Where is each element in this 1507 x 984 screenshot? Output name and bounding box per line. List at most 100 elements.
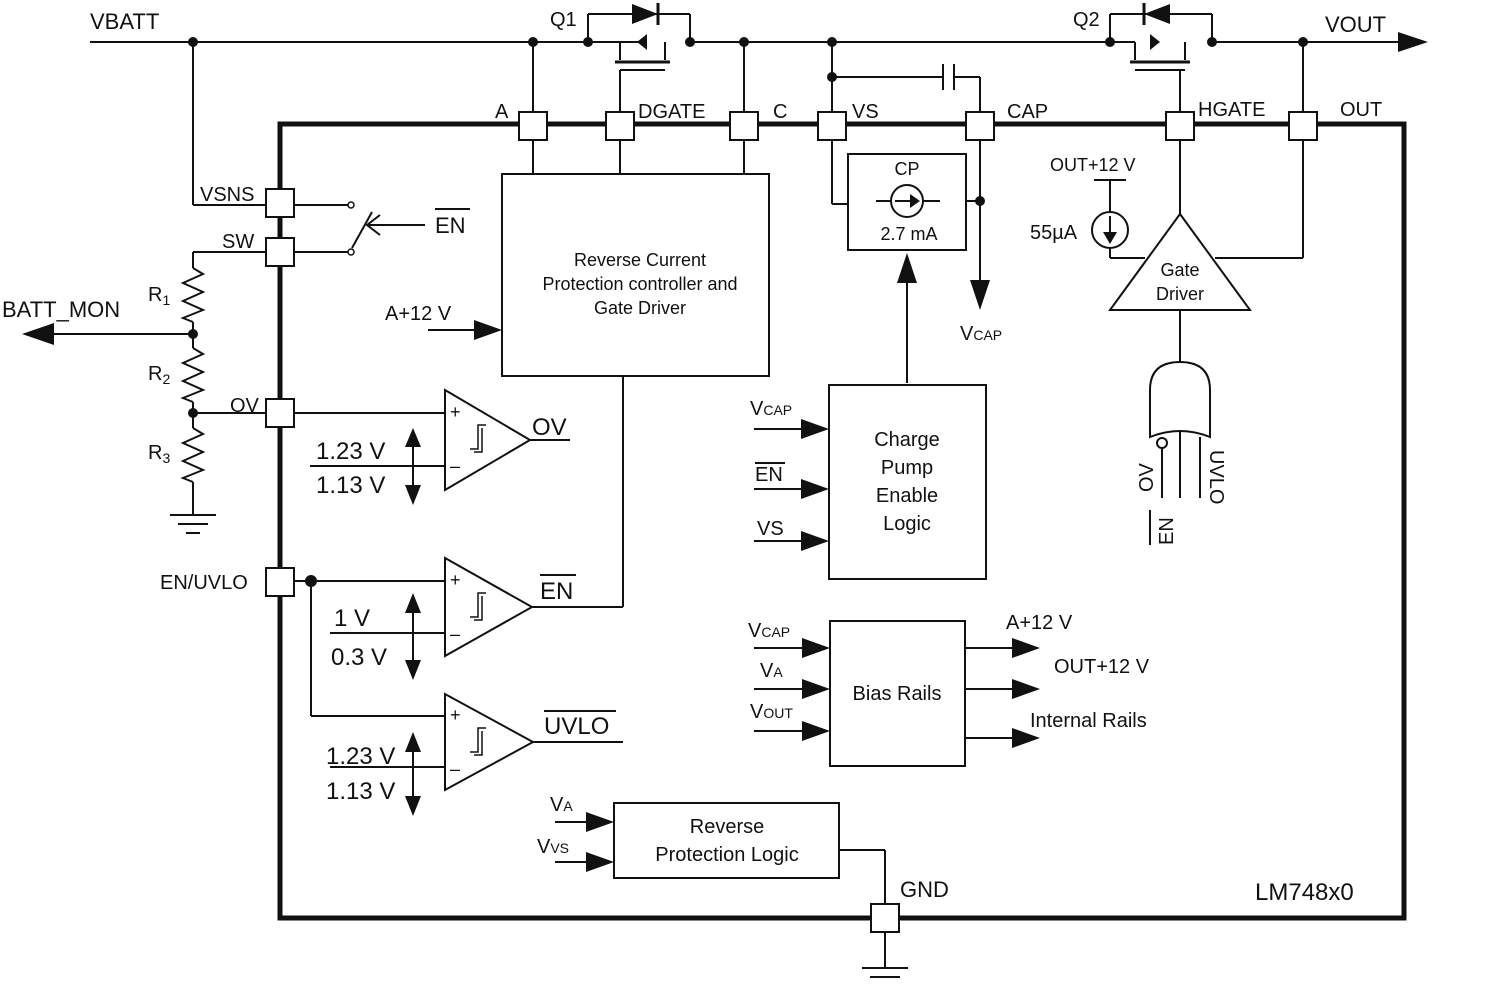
junction-dot (1105, 37, 1115, 47)
comp-ov-minus: – (450, 456, 460, 476)
rpl-input-va: VA (550, 794, 573, 816)
cp-label: CP (894, 159, 919, 179)
pin-gnd (870, 903, 900, 933)
or-input-uvlo: UVLO (1205, 450, 1227, 504)
cp-current-label: 2.7 mA (880, 224, 937, 244)
cpel-input-vs: VS (757, 518, 784, 540)
rcp-line-1: Reverse Current (574, 250, 706, 270)
comparator-uvlo (310, 581, 623, 816)
pin-a (518, 111, 548, 141)
comparator-ov (294, 388, 570, 505)
device-label: LM748x0 (1255, 879, 1354, 906)
pin-out (1288, 111, 1318, 141)
comp-en-thr-lo: 0.3 V (331, 644, 387, 671)
pin-ov (265, 398, 295, 428)
rpl-input-vvs: VVS (537, 836, 569, 858)
rcp-controller-block (501, 173, 770, 377)
cpel-line-1: Charge (874, 429, 940, 451)
comp-uvlo-output: UVLO (544, 713, 609, 740)
comp-uvlo-thr-hi: 1.23 V (326, 743, 395, 770)
r1-label: R1 (148, 284, 170, 308)
pin-hgate-label: HGATE (1198, 99, 1265, 121)
comp-en-plus: + (450, 570, 461, 590)
bias-output-out12: OUT+12 V (1054, 656, 1150, 678)
bias-input-vout: VOUT (750, 701, 793, 723)
rpl-line-1: Reverse (690, 816, 764, 838)
or-input-ov: OV (1136, 462, 1158, 492)
pin-vsns (265, 188, 295, 218)
vout-label: VOUT (1325, 12, 1386, 37)
gate-driver-line-1: Gate (1160, 260, 1199, 280)
pin-sw (265, 237, 295, 267)
pin-c-label: C (773, 101, 787, 123)
gate-source-label: 55µA (1030, 222, 1078, 244)
comp-ov-thr-lo: 1.13 V (316, 472, 385, 499)
pin-sw-label: SW (222, 231, 254, 253)
pin-c (729, 111, 759, 141)
bias-input-va: VA (760, 660, 783, 682)
rcp-line-3: Gate Driver (594, 298, 686, 318)
comp-uvlo-thr-lo: 1.13 V (326, 778, 395, 805)
comp-en-thr-hi: 1 V (334, 605, 370, 632)
pin-out-label: OUT (1340, 99, 1382, 121)
pin-vsns-label: VSNS (200, 184, 254, 206)
comp-ov-output: OV (532, 414, 567, 441)
comp-ov-thr-hi: 1.23 V (316, 438, 385, 465)
cpel-line-3: Enable (876, 485, 938, 507)
batt-mon-label: BATT_MON (2, 297, 120, 322)
vsns-wiring (192, 42, 425, 256)
gate-driver-line-2: Driver (1156, 284, 1204, 304)
current-source-55ua-icon (1091, 179, 1129, 249)
pin-en-uvlo-label: EN/UVLO (160, 572, 248, 594)
pin-gnd-label: GND (900, 877, 949, 902)
pin-ov-label: OV (230, 395, 260, 417)
gate-bias-label: OUT+12 V (1050, 155, 1136, 175)
rcp-line-2: Protection controller and (542, 274, 737, 294)
q2-label: Q2 (1073, 9, 1100, 31)
q2-mosfet (1109, 3, 1213, 112)
comp-en-output: EN (540, 578, 573, 605)
junction-dot (685, 37, 695, 47)
pin-cap-label: CAP (1007, 101, 1048, 123)
q1-label: Q1 (550, 9, 577, 31)
bias-rails-block (829, 620, 966, 767)
bias-rails-label: Bias Rails (853, 683, 942, 705)
vbatt-label: VBATT (90, 9, 159, 34)
comp-uvlo-plus: + (450, 705, 461, 725)
cpel-input-en: EN (755, 464, 783, 486)
junction-dot (583, 37, 593, 47)
reverse-protection-logic-block (613, 802, 840, 879)
pin-vs (817, 111, 847, 141)
cpel-line-2: Pump (881, 457, 933, 479)
comparator-en (294, 376, 624, 680)
r3-label: R3 (148, 442, 170, 466)
comp-ov-plus: + (450, 402, 461, 422)
pin-cap (965, 111, 995, 141)
resistor-divider (22, 251, 266, 534)
switch-en-label: EN (435, 213, 466, 238)
cap-capacitor (827, 64, 981, 112)
pin-hgate (1165, 111, 1195, 141)
rcp-input-label: A+12 V (385, 303, 452, 325)
rpl-line-2: Protection Logic (655, 844, 798, 866)
cp-enable-logic-block (828, 384, 987, 580)
pin-a-label: A (495, 101, 509, 123)
vout-arrow (1398, 32, 1428, 52)
cp-current-source-icon (876, 184, 940, 218)
pin-vs-label: VS (852, 101, 879, 123)
pin-dgate-label: DGATE (638, 101, 705, 123)
pin-dgate (605, 111, 635, 141)
vcap-output-label: VCAP (960, 323, 1002, 345)
bias-output-internal: Internal Rails (1030, 710, 1147, 732)
or-gate (1149, 310, 1211, 498)
cpel-input-vcap: VCAP (750, 398, 792, 420)
cpel-line-4: Logic (883, 513, 931, 535)
top-rail (90, 32, 1428, 52)
q1-mosfet (587, 3, 691, 112)
bias-output-a12: A+12 V (1006, 612, 1073, 634)
bias-input-vcap: VCAP (748, 620, 790, 642)
comp-uvlo-minus: – (450, 759, 460, 779)
pin-en-uvlo (265, 567, 295, 597)
or-input-en: EN (1156, 517, 1178, 545)
